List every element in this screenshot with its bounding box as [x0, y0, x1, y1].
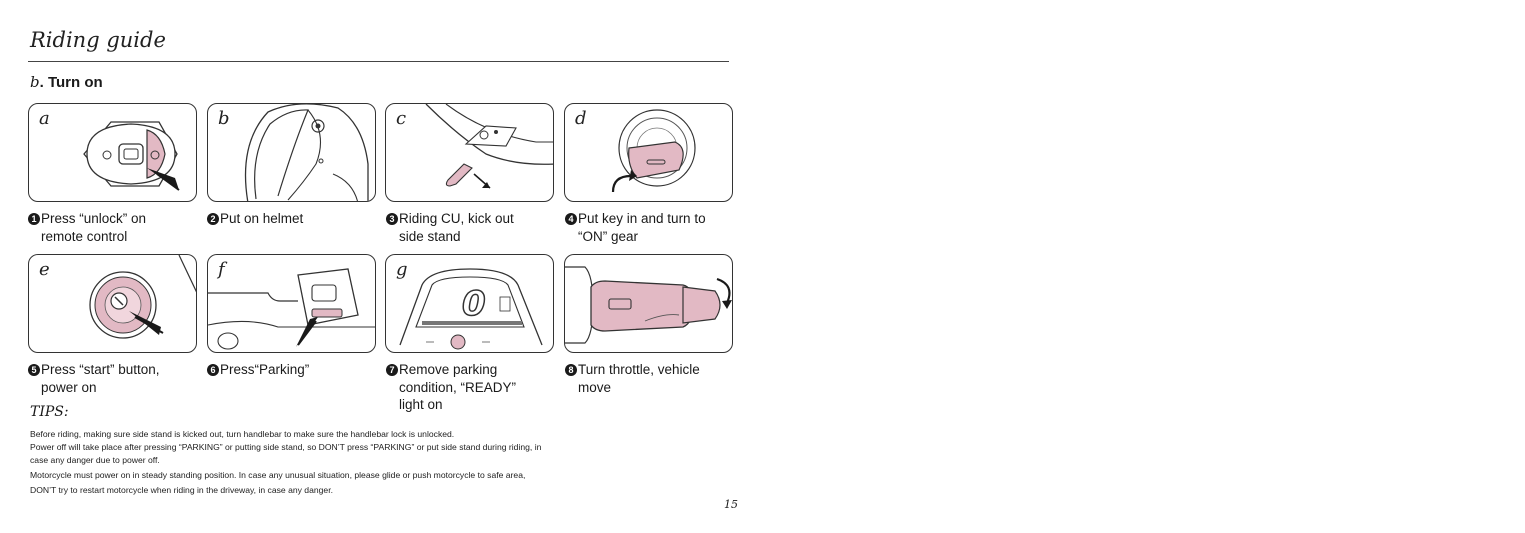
tips-line-5: DON’T try to restart motorcycle when rid… — [30, 485, 333, 495]
dashboard-display-icon: 0 — [399, 268, 543, 350]
step-3-illustration: c — [385, 103, 554, 202]
parking-switch-icon — [208, 268, 375, 350]
step-1-text-line-1: Press “unlock” on — [41, 211, 147, 226]
ignition-key-icon — [611, 109, 696, 193]
step-3-text-line-1: Riding CU, kick out — [399, 211, 514, 226]
tips-body: Before riding, making sure side stand is… — [30, 428, 670, 497]
step-4-number: 4 — [565, 213, 577, 225]
step-7-text-line-2: condition, “READY” — [399, 379, 517, 395]
step-8-text-line-2: move — [578, 379, 612, 395]
step-1-text-line-2: remote control — [41, 228, 128, 244]
step-4-text-line-1: Put key in and turn to — [578, 211, 706, 226]
step-5-text-line-1: Press “start” button, — [41, 362, 160, 377]
step-3-letter: c — [396, 108, 407, 129]
step-6-letter: f — [218, 259, 225, 280]
step-5-number: 5 — [28, 364, 40, 376]
tips-line-1: Before riding, making sure side stand is… — [30, 429, 455, 439]
step-2-number: 2 — [207, 213, 219, 225]
step-7-text-line-3: light on — [399, 397, 443, 412]
step-7-illustration: g 0 — [385, 254, 554, 353]
step-1-letter: a — [39, 108, 50, 129]
step-4-illustration: d — [564, 103, 733, 202]
page-number: 15 — [724, 498, 738, 511]
step-8-number: 8 — [565, 364, 577, 376]
step-3-number: 3 — [386, 213, 398, 225]
title-divider — [28, 61, 729, 62]
step-5-text-line-2: power on — [41, 379, 97, 395]
throttle-grip-icon — [565, 266, 732, 344]
step-6-illustration: f — [207, 254, 376, 353]
step-7-number: 7 — [386, 364, 398, 376]
page-title: Riding guide — [30, 28, 166, 52]
speed-digit: 0 — [462, 284, 486, 324]
start-button-icon — [89, 255, 196, 339]
step-6-number: 6 — [207, 364, 219, 376]
step-7-letter: g — [396, 259, 408, 280]
step-2-text-line-1: Put on helmet — [220, 211, 304, 226]
section-subtitle: b. Turn on — [30, 73, 103, 91]
step-2-letter: b — [218, 108, 230, 129]
step-6-text-line-1: Press“Parking” — [220, 362, 310, 377]
step-1-illustration: a — [28, 103, 197, 202]
step-4-text-line-2: “ON” gear — [578, 228, 639, 244]
step-4-letter: d — [575, 108, 587, 129]
helmet-icon — [244, 104, 369, 201]
step-3-text-line-2: side stand — [399, 228, 461, 244]
step-5-illustration: e — [28, 254, 197, 353]
remote-control-icon — [83, 121, 180, 191]
step-1-number: 1 — [28, 213, 40, 225]
step-5-letter: e — [39, 259, 50, 280]
side-stand-icon — [425, 104, 553, 189]
section-title: . Turn on — [39, 74, 103, 91]
tips-label: TIPS — [30, 404, 64, 420]
tips-heading: TIPS: — [30, 404, 69, 420]
tips-line-2: Power off will take place after pressing… — [30, 442, 542, 452]
step-8-text-line-1: Turn throttle, vehicle — [578, 362, 700, 377]
tips-line-3: case any danger due to power off. — [30, 455, 160, 465]
step-7-text-line-1: Remove parking — [399, 362, 498, 377]
tips-line-4: Motorcycle must power on in steady stand… — [30, 470, 526, 480]
step-8-illustration — [564, 254, 733, 353]
section-letter: b — [30, 73, 40, 91]
tips-colon: : — [63, 404, 69, 420]
step-2-illustration: b — [207, 103, 376, 202]
